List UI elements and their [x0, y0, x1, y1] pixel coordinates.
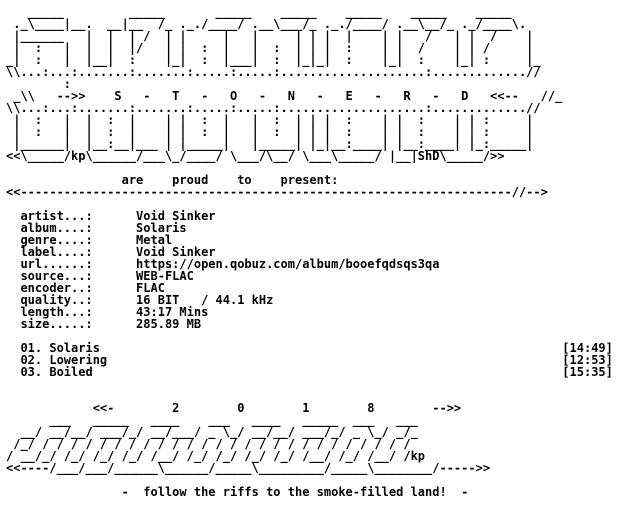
header-art-line: | : | | : | | | : | | : | | | : | | : | … — [6, 125, 534, 139]
info-field-3: label....: Void Sinker — [6, 245, 216, 259]
header-art-line: \\...:...:.......:.......:.....:.....:..… — [6, 65, 541, 79]
footer-art-line: ___ _____ ____ ___ ____ _____ ___ ___ — [6, 413, 418, 427]
info-field-9: size.....: 285.89 MB — [6, 317, 202, 331]
track-row: 02. Lowering [12:53] — [6, 353, 613, 367]
footer-art-line: __/ __/__/ ___/_/ __/___/ _ \_/ __/__/ _… — [6, 425, 418, 439]
info-field-6: encoder..: FLAC — [6, 281, 165, 295]
info-field-0: artist...: Void Sinker — [6, 209, 216, 223]
info-field-1: album....: Solaris — [6, 221, 187, 235]
header-art-line: _____ _____ _____ _____ _____ _____ ____… — [6, 6, 512, 19]
footer-art-line: /_/ / / / / / / / / / / / / / / / / / / … — [6, 437, 411, 451]
info-field-8: length...: 43:17 Mins — [6, 305, 209, 319]
year-line: <<- 2 0 1 8 -->> — [6, 401, 462, 415]
footer-art-line: <<----/___/___/______\______/_____\_____… — [6, 461, 491, 475]
header-art-line: <<\_____/kp\______/___\_/____/ \___/\__/… — [6, 149, 505, 163]
footer-art-line: / __/_/ /_/ /_/ /_/ /__/ /_/ /_/ /_/ /_/… — [6, 449, 426, 463]
header-art-line: ._\____|__. __|__ /_ ._./____/ .__\___/_… — [6, 17, 527, 31]
info-field-7: quality..: 16 BIT / 44.1 kHz — [6, 293, 274, 307]
header-art-line: | : | | | |/ | | : | | : | | | : | | / |… — [6, 41, 534, 55]
info-field-5: source...: WEB-FLAC — [6, 269, 194, 283]
header-art-line: | : | | : | | | : | | : | | | : | | : | … — [6, 113, 534, 127]
blank-line — [6, 378, 618, 390]
nfo-text: _____ _____ _____ _____ _____ _____ ____… — [6, 6, 618, 522]
header-art-line: |______| |__:__|___ | |_____| |_____| |_… — [6, 137, 534, 151]
header-art-line: _| : | |__| : |_| : |___| : |_|_| : |_| … — [6, 53, 541, 67]
presents-rule: <<--------------------------------------… — [6, 185, 548, 199]
header-art-line: |______ | | | / | | | | | | | | | | / | … — [6, 29, 534, 43]
presents-line: are proud to present: — [6, 173, 339, 187]
header-art-line: : — [6, 77, 72, 91]
track-row: 01. Solaris [14:49] — [6, 341, 613, 355]
info-field-4: url......: https://open.qobuz.com/album/… — [6, 257, 440, 271]
header-art-line: _\\ -->> S - T - O - N - E - R - D <<-- … — [6, 89, 563, 103]
info-field-2: genre....: Metal — [6, 233, 173, 247]
track-row: 03. Boiled [15:35] — [6, 365, 613, 379]
tagline: - follow the riffs to the smoke-filled l… — [6, 485, 469, 499]
header-art-line: \\...:...:.......:.......:.....:.....:..… — [6, 101, 541, 115]
